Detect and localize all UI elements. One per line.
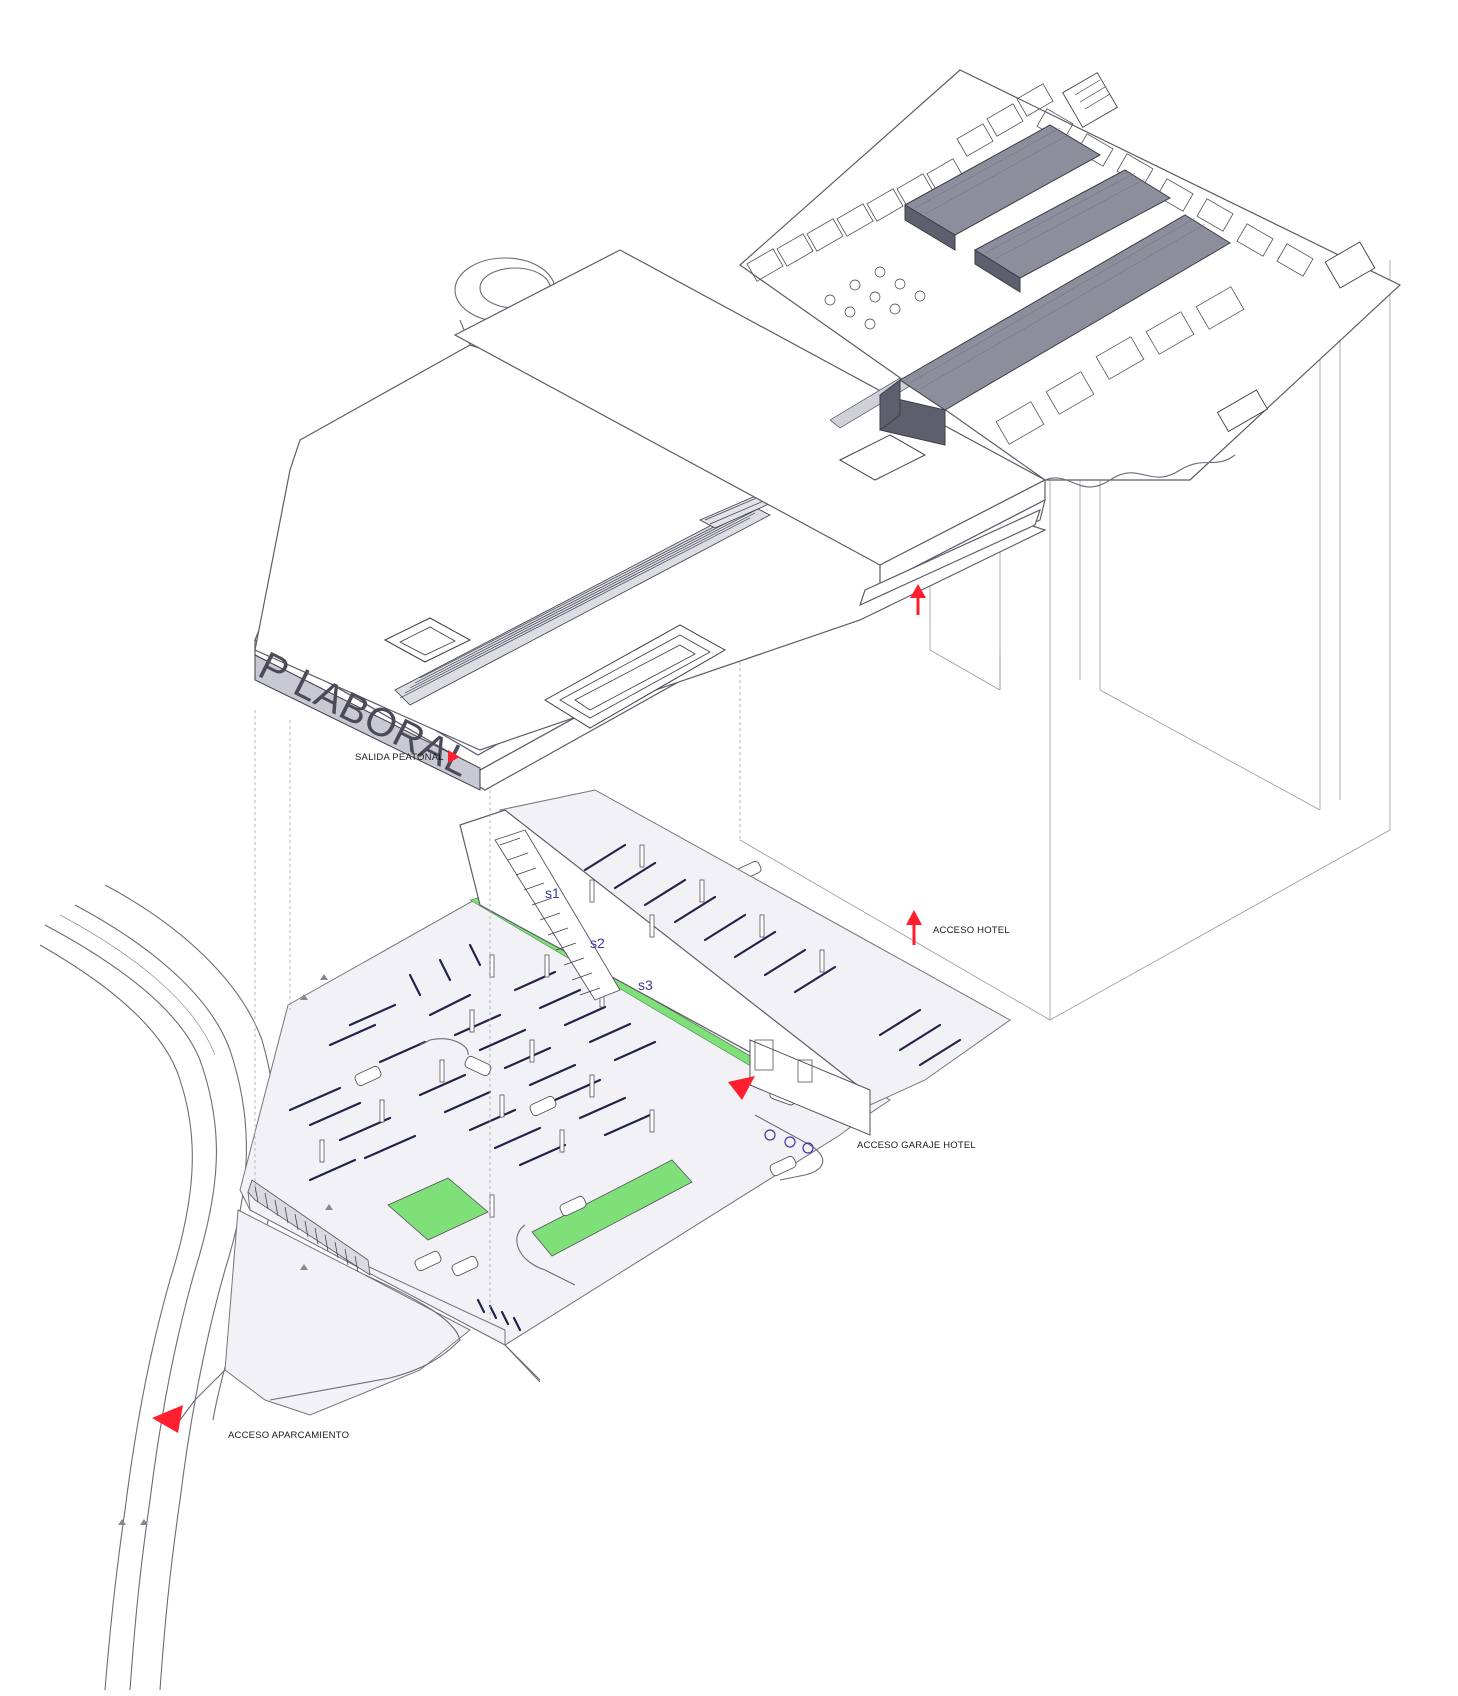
label-salida-peatonal: SALIDA PEATONAL <box>355 752 444 763</box>
stair-level-s2: s2 <box>590 935 605 951</box>
label-acceso-hotel: ACCESO HOTEL <box>933 925 1010 936</box>
hotel-parking-deck <box>459 789 1011 1136</box>
main-building: P LABORAL <box>252 249 1047 791</box>
stairs: s1 s2 s3 <box>494 829 653 1001</box>
hotel-building <box>739 69 1402 488</box>
stair-level-s3: s3 <box>638 977 653 993</box>
green-courtyard-2 <box>531 1159 693 1257</box>
access-markers: SALIDA PEATONAL ACCESO HOTEL ACCESO GARA… <box>152 584 1010 1441</box>
green-courtyard-1 <box>387 1177 489 1241</box>
stair-level-s1: s1 <box>545 885 560 901</box>
label-acceso-aparcamiento: ACCESO APARCAMIENTO <box>228 1430 349 1441</box>
label-acceso-garaje-hotel: ACCESO GARAJE HOTEL <box>857 1140 976 1151</box>
